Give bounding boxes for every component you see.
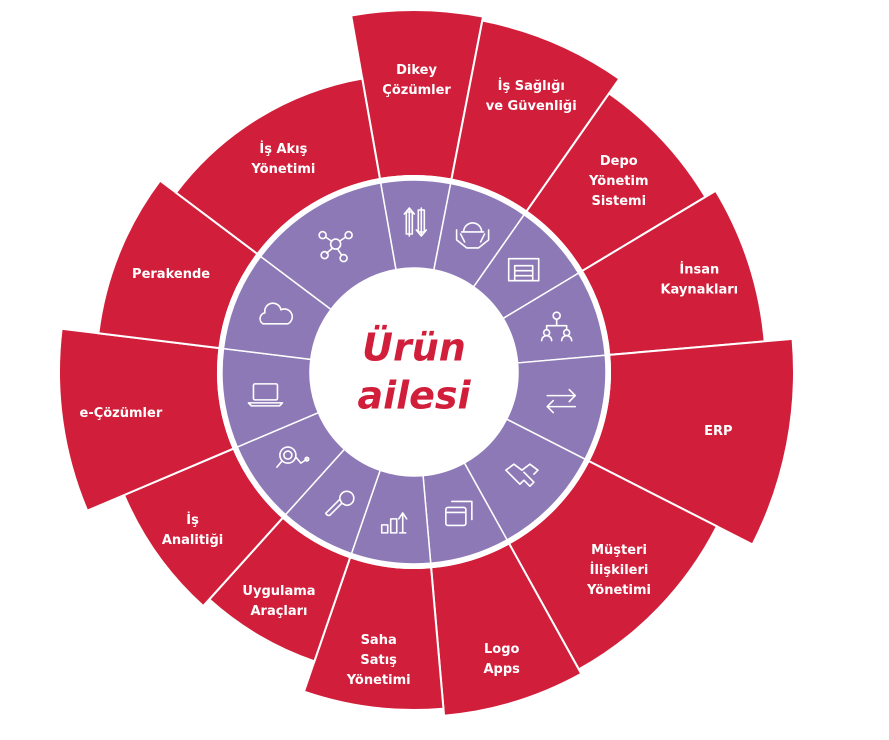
segment-label-line: Çözümler <box>382 83 451 98</box>
segment-label-is-sagligi: İş Sağlığı ve Güvenliği <box>486 77 577 113</box>
segment-label-line: İş Sağlığı <box>498 77 565 93</box>
segment-label-line: İnsan <box>679 261 719 277</box>
workflow-nodes-icon <box>318 230 353 263</box>
segment-label-perakende: Perakende <box>132 266 210 281</box>
segment-label-line: Apps <box>484 661 521 676</box>
laptop-icon <box>247 383 284 407</box>
cloud-icon <box>259 302 294 325</box>
segment-label-line: Satış <box>360 652 397 667</box>
segment-label-e-cozumler: e-Çözümler <box>80 406 163 421</box>
segment-label-erp: ERP <box>704 424 732 439</box>
warehouse-icon <box>507 257 540 282</box>
segment-label-line: Müşteri <box>591 542 647 557</box>
segment-label-line: ERP <box>704 424 732 439</box>
segment-label-line: Perakende <box>132 266 210 281</box>
exchange-arrows-icon <box>546 388 577 414</box>
icon-ring <box>217 175 611 569</box>
center-title-line1: Ürün <box>362 326 466 370</box>
app-windows-icon <box>445 500 473 527</box>
growth-chart-icon <box>380 512 408 534</box>
segment-label-line: İş <box>186 511 199 527</box>
center-disc <box>310 268 518 476</box>
segment-label-line: Dikey <box>396 63 437 78</box>
segment-label-line: İlişkileri <box>590 561 649 577</box>
segment-label-line: ve Güvenliği <box>486 98 577 113</box>
org-people-icon <box>540 311 573 342</box>
segment-label-line: Logo <box>484 641 520 656</box>
handshake-icon <box>505 463 539 487</box>
segment-label-line: e-Çözümler <box>80 406 163 421</box>
segment-label-line: Depo <box>600 154 638 169</box>
segment-label-line: İş Akış <box>259 140 307 156</box>
segment-label-line: Analitiği <box>162 532 223 547</box>
segment-label-line: Saha <box>361 632 397 647</box>
helmet-hands-icon <box>455 222 490 249</box>
segment-label-line: Yönetimi <box>250 161 315 176</box>
ring-separator <box>217 175 611 569</box>
wrench-icon <box>325 490 355 517</box>
segment-label-line: Uygulama <box>242 584 315 599</box>
segment-label-line: Sistemi <box>591 194 646 209</box>
segment-label-line: Kaynakları <box>660 282 738 297</box>
segment-label-line: Yönetim <box>588 174 648 189</box>
analytics-magnifier-icon <box>276 446 310 468</box>
segment-label-line: Araçları <box>250 604 307 619</box>
segment-label-line: Yönetimi <box>586 582 651 597</box>
vertical-arrows-icon <box>403 207 428 237</box>
center-title-line2: ailesi <box>357 374 471 418</box>
segment-label-line: Yönetimi <box>346 672 411 687</box>
icon-group <box>247 207 577 534</box>
